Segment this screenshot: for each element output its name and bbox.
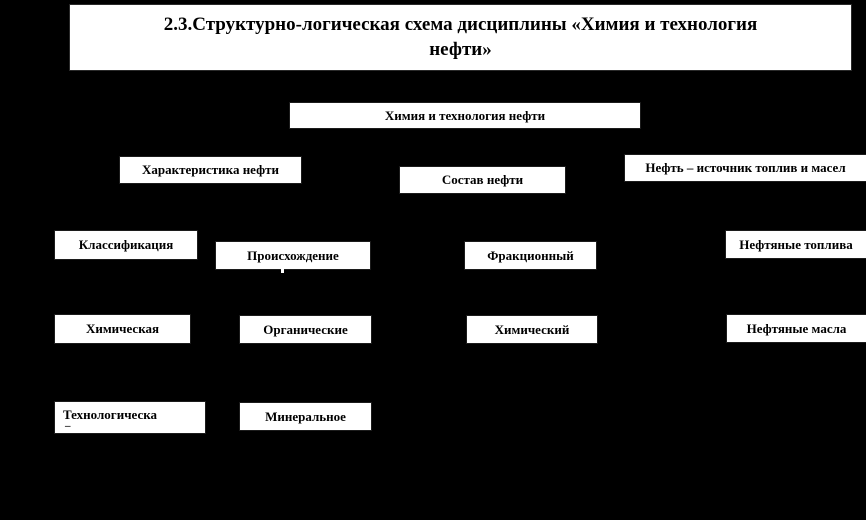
connector-tick <box>281 264 284 273</box>
node-label: Классификация <box>78 237 174 252</box>
node-label-suffix: – <box>65 419 71 432</box>
node-label: Нефть – источник топлив и масел <box>645 160 846 175</box>
node-label: Минеральное <box>265 408 346 424</box>
node-label: Происхождение <box>247 247 339 263</box>
node-label: Органические <box>263 321 348 337</box>
title-banner: 2.3.Структурно-логическая схема дисципли… <box>70 5 851 70</box>
node-sostav-nefti: Состав нефти <box>400 167 565 193</box>
node-label: Химическая <box>85 321 160 336</box>
node-label: Химический <box>494 321 570 337</box>
node-mineralnoe: Минеральное <box>240 403 371 430</box>
node-neftyanye-topliva: Нефтяные топлива <box>726 231 866 258</box>
node-neftyanye-masla: Нефтяные масла <box>727 315 866 342</box>
node-khimichesky: Химический <box>467 316 597 343</box>
node-label: Фракционный <box>487 247 574 263</box>
node-tekhnologicheskaya: Технологическа – <box>55 402 205 433</box>
node-kharakteristika-nefti: Характеристика нефти <box>120 157 301 183</box>
node-label: Химия и технология нефти <box>384 107 546 123</box>
node-khimiya-i-tekhnologiya-nefti: Химия и технология нефти <box>290 103 640 128</box>
connector-tick <box>218 258 221 266</box>
node-organicheskie: Органические <box>240 316 371 343</box>
node-fraktsionny: Фракционный <box>465 242 596 269</box>
node-label: Характеристика нефти <box>142 162 279 177</box>
node-label: Нефтяные масла <box>746 320 847 336</box>
node-klassifikatsiya: Классификация <box>55 231 197 259</box>
page-title: 2.3.Структурно-логическая схема дисципли… <box>163 13 758 60</box>
node-khimicheskaya: Химическая <box>55 315 190 343</box>
node-neft-istochnik-topliv-i-masel: Нефть – источник топлив и масел <box>625 155 866 181</box>
node-label: Технологическа <box>63 406 158 422</box>
node-proiskhozhdenie: Происхождение <box>216 242 370 269</box>
node-label: Нефтяные топлива <box>739 236 853 252</box>
node-label: Состав нефти <box>441 172 524 187</box>
